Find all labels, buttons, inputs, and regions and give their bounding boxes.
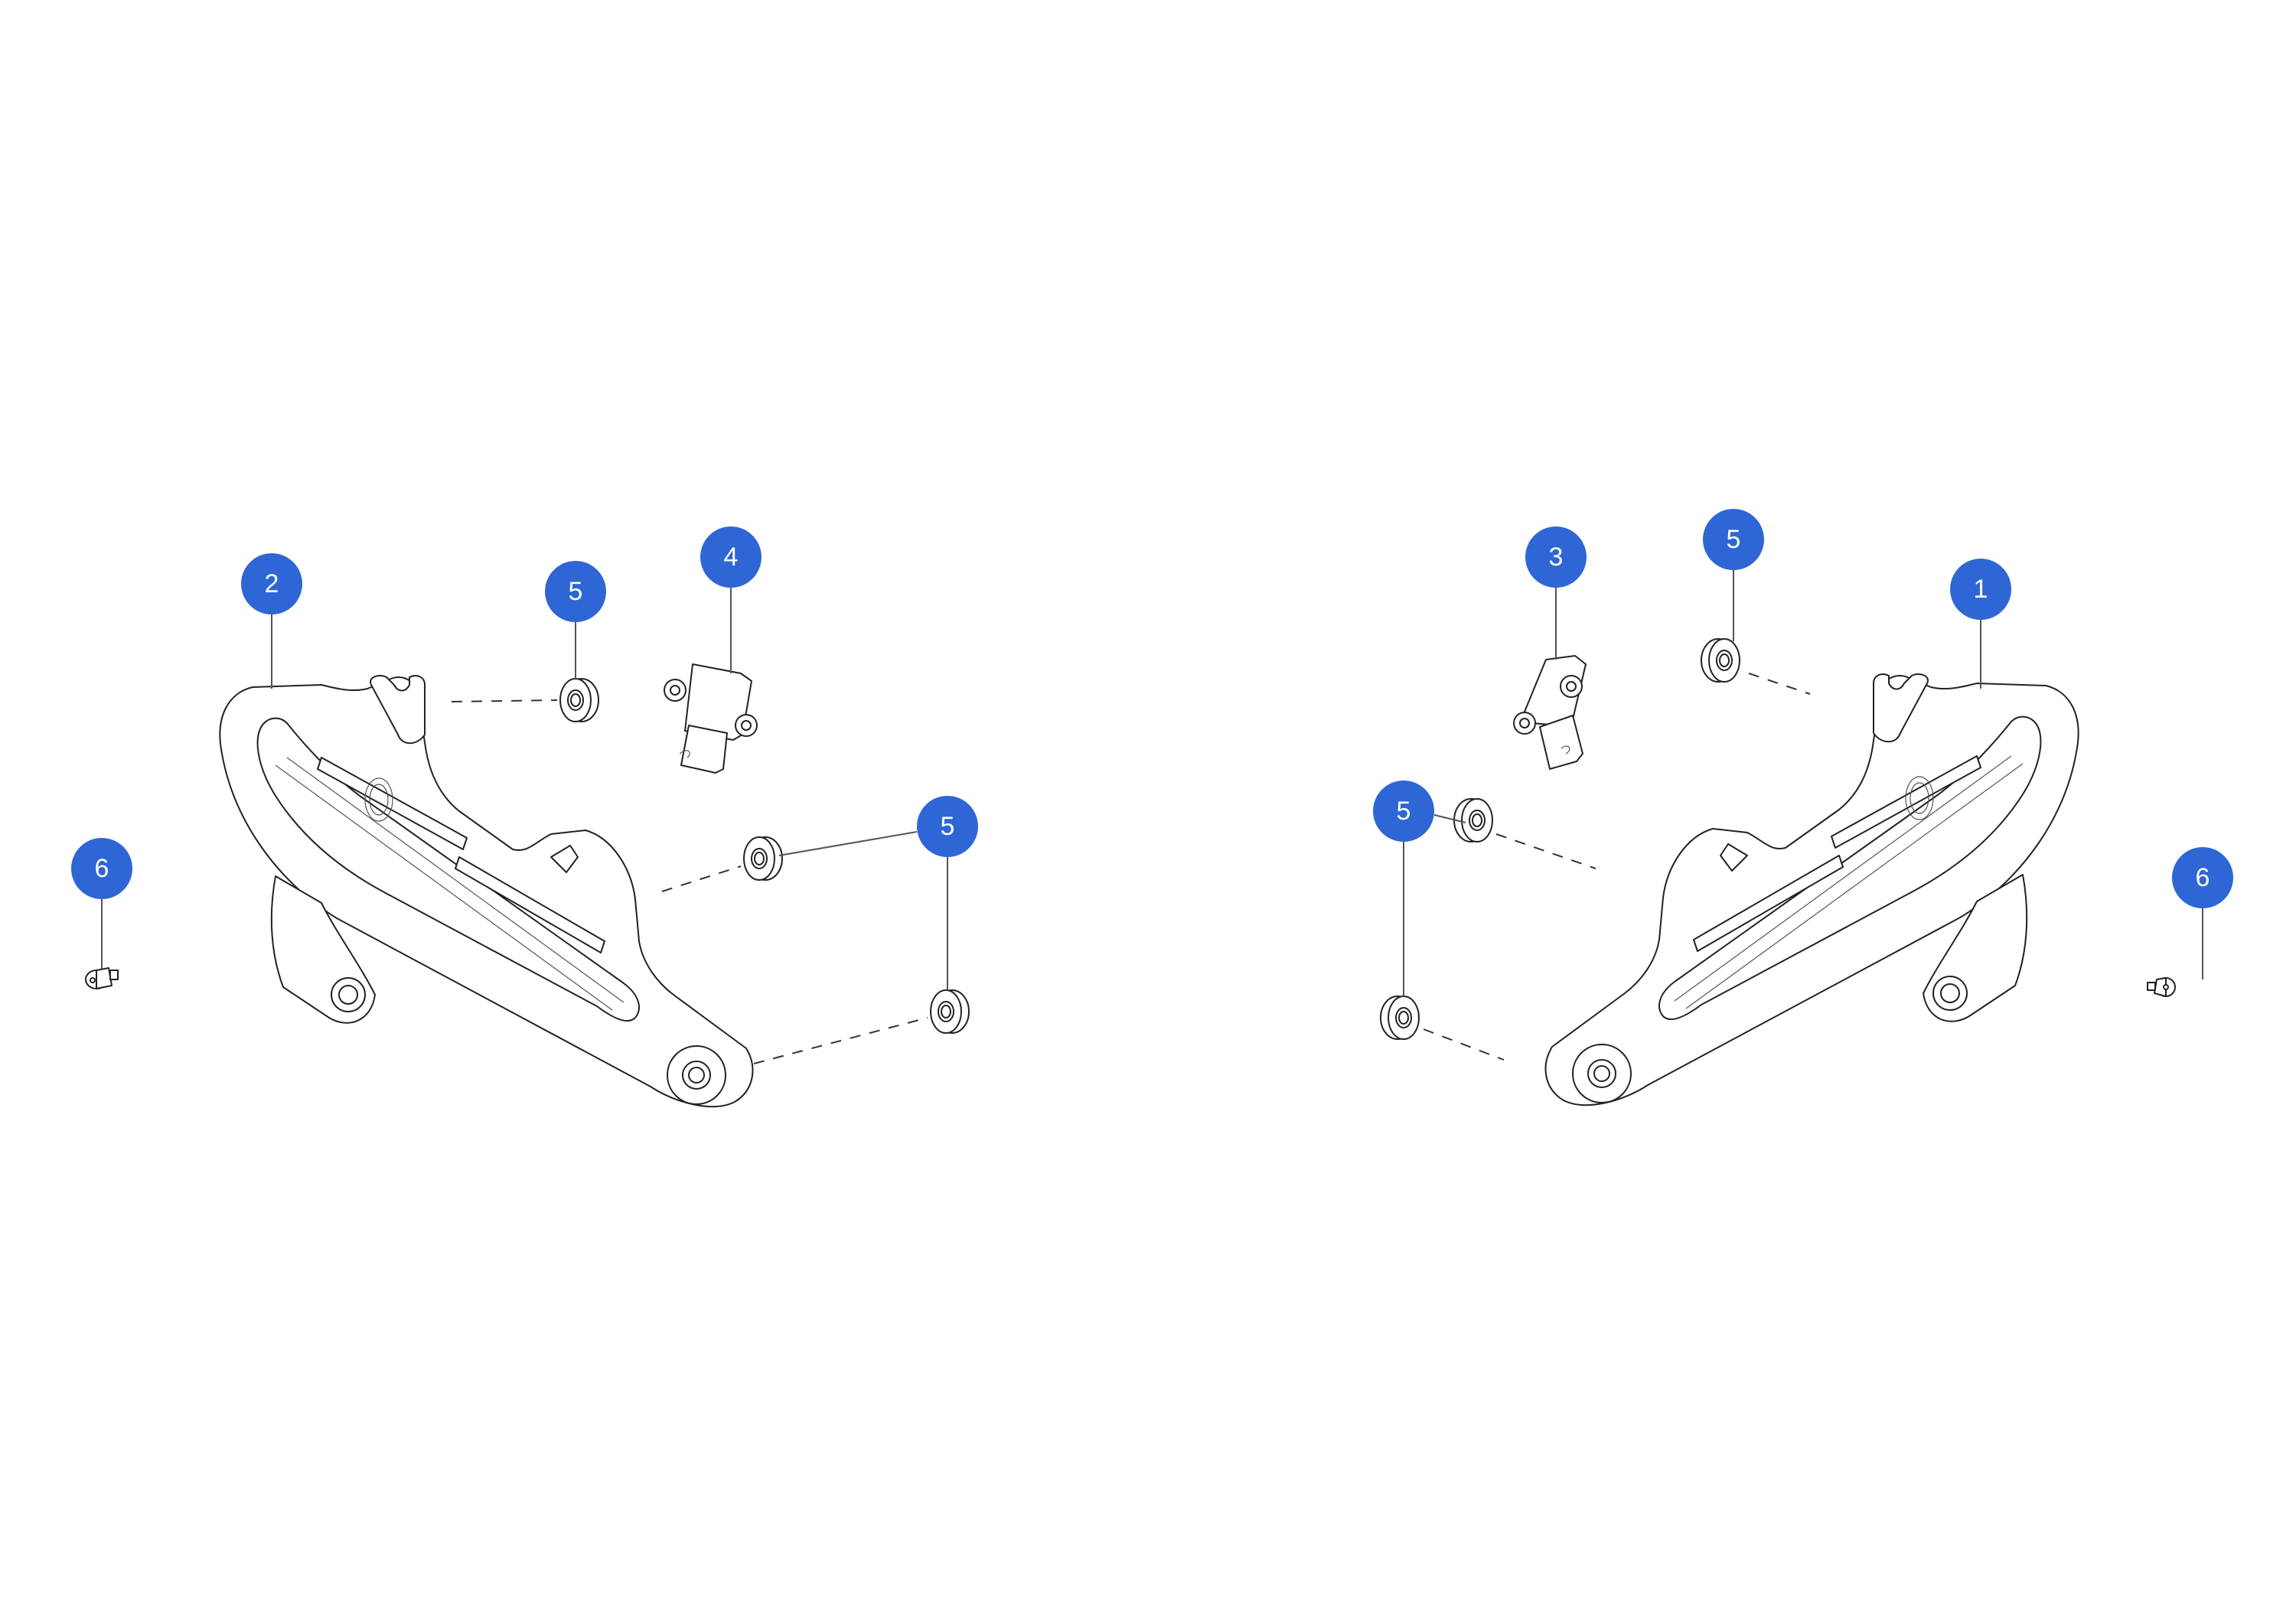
left-connector-module [664,663,758,774]
assembly-line [661,865,742,892]
assembly-line [1495,833,1596,869]
assembly-line [1748,673,1811,695]
right-lamp-housing [1544,673,2079,1106]
callout-5[interactable]: 5 [545,561,606,622]
callout-6[interactable]: 6 [2172,847,2233,908]
callout-2[interactable]: 2 [241,553,302,614]
leader-line-5b-mid [778,831,918,856]
right-connector-module [1513,655,1587,770]
assembly-line [451,699,558,702]
left-lamp-housing [219,675,754,1108]
left-pin-fastener [85,967,119,989]
callout-6[interactable]: 6 [71,838,132,899]
assembly-line [1423,1028,1505,1061]
right-pin-fastener [2147,977,2176,997]
right-grommet-bottom [1380,996,1420,1040]
callout-5[interactable]: 5 [1703,509,1764,570]
assembly-line [753,1017,928,1064]
left-grommet-middle [743,836,783,881]
callout-5[interactable]: 5 [1373,781,1434,842]
left-grommet-bottom [930,989,970,1034]
right-grommet-top [1701,638,1740,683]
callout-5[interactable]: 5 [917,796,978,857]
callout-3[interactable]: 3 [1525,526,1587,588]
left-grommet-top [559,678,599,722]
leader-line-5d-mid [1433,814,1466,823]
callout-4[interactable]: 4 [700,526,762,588]
callout-1[interactable]: 1 [1950,559,2011,620]
right-grommet-middle [1453,798,1493,842]
